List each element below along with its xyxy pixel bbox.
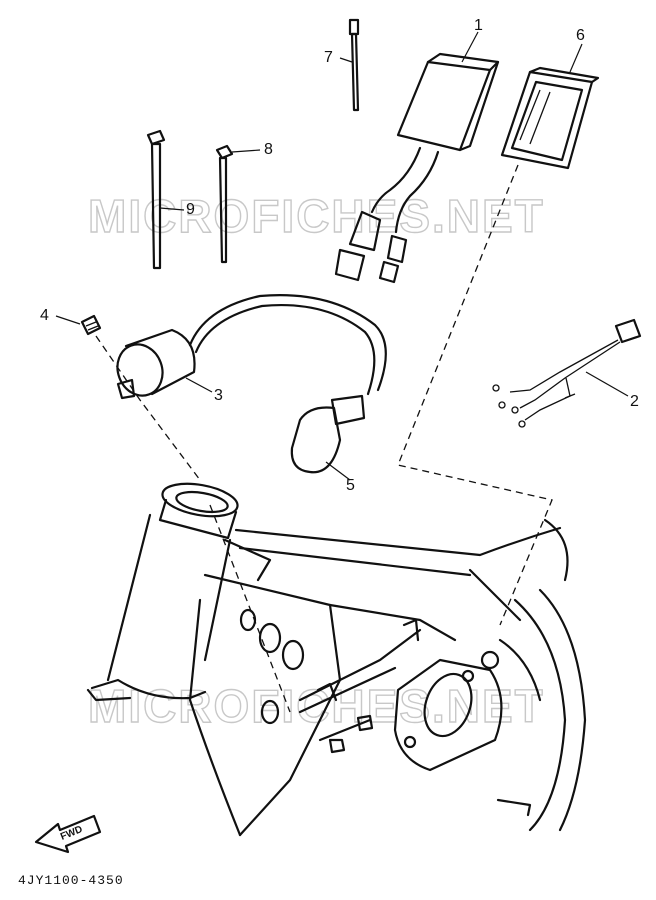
ignition-coil-part [116, 294, 387, 400]
band-7-part [348, 18, 360, 112]
callout-9: 9 [186, 201, 195, 218]
callout-8: 8 [264, 141, 273, 158]
leader-lines [55, 31, 629, 481]
callout-7: 7 [324, 49, 333, 66]
cdi-cover-part [500, 66, 600, 170]
mounting-lines [95, 164, 553, 713]
callout-5: 5 [346, 477, 355, 494]
plug-cap-part [290, 394, 366, 474]
callout-3: 3 [214, 387, 223, 404]
diagram-code: 4JY1100-4350 [18, 873, 124, 888]
cdi-unit-part [334, 52, 500, 284]
callout-2: 2 [630, 393, 639, 410]
screw-part [80, 314, 102, 336]
callout-4: 4 [40, 307, 49, 324]
band-8-part [215, 144, 234, 264]
callout-6: 6 [576, 27, 585, 44]
watermark-top: MICROFICHES.NET [88, 190, 545, 242]
wire-harness-part [492, 318, 642, 428]
band-9-part [146, 129, 166, 270]
callout-1: 1 [474, 17, 483, 34]
frame-assembly [86, 482, 587, 837]
watermark-bottom: MICROFICHES.NET [88, 680, 545, 732]
fwd-arrow-icon: FWD [34, 814, 102, 854]
